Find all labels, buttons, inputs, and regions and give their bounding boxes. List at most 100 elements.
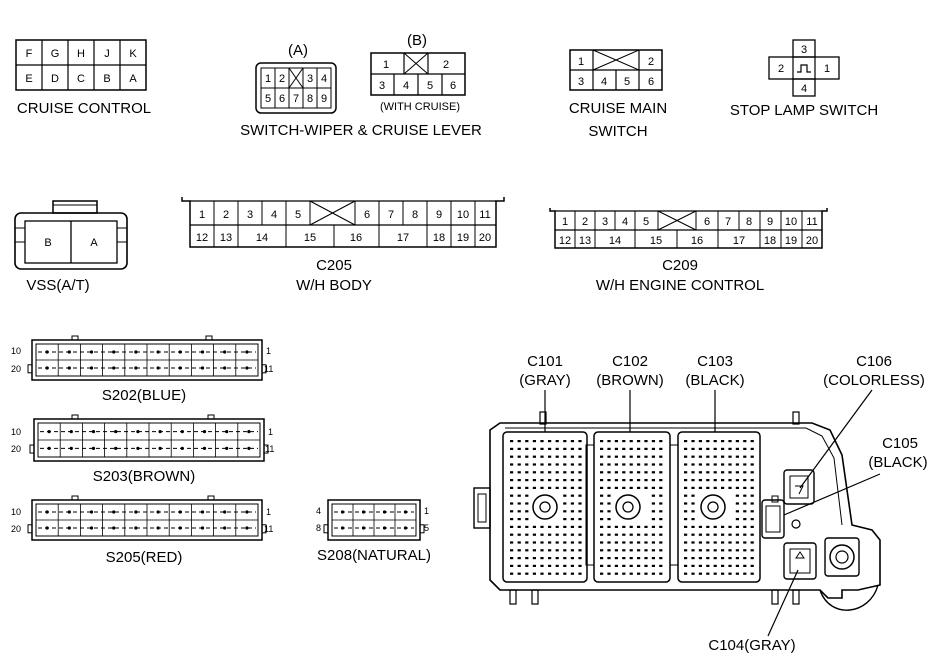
- splice-pin: [202, 430, 207, 434]
- terminal-pin: [517, 471, 521, 474]
- terminal-pin: [548, 549, 552, 552]
- terminal-pin: [607, 564, 611, 567]
- splice-pin: [158, 446, 162, 450]
- terminal-pin: [735, 463, 739, 466]
- terminal-pin: [743, 564, 747, 567]
- terminal-pin: [629, 557, 633, 560]
- terminal-pin: [651, 486, 655, 489]
- c104-id: C104(GRAY): [708, 637, 795, 654]
- terminal-pin: [510, 564, 514, 567]
- terminal-pin: [555, 440, 559, 443]
- terminal-pin: [607, 455, 611, 458]
- terminal-pin: [600, 557, 604, 560]
- terminal-pin: [607, 557, 611, 560]
- terminal-pin: [750, 549, 754, 552]
- terminal-pin: [570, 572, 574, 575]
- splice-pin: [200, 350, 205, 354]
- splice-s202: [27, 335, 267, 381]
- terminal-pin: [644, 455, 648, 458]
- terminal-pin: [555, 541, 559, 544]
- pin-label: 1: [265, 73, 271, 85]
- c101-id: C101: [527, 353, 563, 370]
- pin-label: 5: [424, 523, 429, 533]
- terminal-pin: [540, 564, 544, 567]
- terminal-pin: [555, 471, 559, 474]
- terminal-pin: [540, 549, 544, 552]
- terminal-pin: [548, 564, 552, 567]
- terminal-pin: [728, 564, 732, 567]
- terminal-pin: [510, 447, 514, 450]
- terminal-pin: [563, 572, 567, 575]
- terminal-pin: [600, 549, 604, 552]
- pin-label: 18: [433, 232, 445, 244]
- pin-label: B: [44, 237, 51, 249]
- terminal-pin: [698, 479, 702, 482]
- terminal-pin: [629, 455, 633, 458]
- terminal-pin: [684, 541, 688, 544]
- pin-label: 11: [479, 209, 490, 221]
- terminal-pin: [607, 447, 611, 450]
- terminal-pin: [728, 541, 732, 544]
- terminal-pin: [540, 463, 544, 466]
- terminal-pin: [684, 479, 688, 482]
- terminal-pin: [510, 455, 514, 458]
- terminal-pin: [728, 463, 732, 466]
- terminal-pin: [517, 525, 521, 528]
- terminal-pin: [713, 549, 717, 552]
- terminal-pin: [721, 564, 725, 567]
- pin-label: C: [77, 73, 85, 85]
- terminal-pin: [728, 479, 732, 482]
- terminal-pin: [698, 447, 702, 450]
- splice-pin: [67, 350, 71, 354]
- pin-label: 16: [350, 232, 362, 244]
- terminal-pin: [555, 572, 559, 575]
- terminal-pin: [659, 447, 663, 450]
- terminal-pin: [637, 533, 641, 536]
- terminal-pin: [706, 549, 710, 552]
- terminal-pin: [691, 494, 695, 497]
- c209-title: W/H ENGINE CONTROL: [596, 277, 764, 294]
- terminal-pin: [644, 541, 648, 544]
- terminal-pin: [600, 510, 604, 513]
- terminal-pin: [721, 557, 725, 560]
- terminal-pin: [651, 525, 655, 528]
- c106-color: (COLORLESS): [823, 372, 925, 389]
- terminal-pin: [622, 455, 626, 458]
- pin-label: 10: [11, 427, 21, 437]
- terminal-pin: [735, 533, 739, 536]
- terminal-pin: [735, 510, 739, 513]
- pin-label: 6: [704, 216, 710, 228]
- terminal-pin: [644, 557, 648, 560]
- pin-label: 2: [279, 73, 285, 85]
- c101-connector: [502, 431, 588, 583]
- pin-label: 2: [648, 56, 654, 68]
- pin-label: 4: [403, 80, 409, 92]
- terminal-pin: [540, 479, 544, 482]
- splice-pin: [361, 526, 366, 530]
- splice-pin: [112, 526, 116, 530]
- terminal-pin: [750, 471, 754, 474]
- c209-connector: 1 2 3 4 5 6 7 8 9 10 11 12 13 14 15 16 1…: [549, 208, 828, 294]
- terminal-pin: [698, 440, 702, 443]
- terminal-pin: [600, 463, 604, 466]
- cruise-control-connector: F G H J K E D C B A CRUISE CONTROL: [15, 39, 151, 117]
- terminal-pin: [548, 447, 552, 450]
- terminal-pin: [563, 541, 567, 544]
- pin-label: 5: [643, 216, 649, 228]
- terminal-pin: [578, 572, 582, 575]
- terminal-pin: [644, 549, 648, 552]
- terminal-pin: [600, 541, 604, 544]
- pin-label: 7: [293, 93, 299, 105]
- pin-label: 3: [247, 209, 253, 221]
- terminal-pin: [684, 572, 688, 575]
- splice-ear: [27, 364, 33, 374]
- pin-label: A: [129, 73, 137, 85]
- terminal-pin: [721, 533, 725, 536]
- pin-label: 5: [265, 93, 271, 105]
- terminal-pin: [659, 549, 663, 552]
- terminal-pin: [578, 549, 582, 552]
- terminal-pin: [563, 525, 567, 528]
- terminal-pin: [743, 494, 747, 497]
- terminal-pin: [743, 440, 747, 443]
- terminal-pin: [532, 572, 536, 575]
